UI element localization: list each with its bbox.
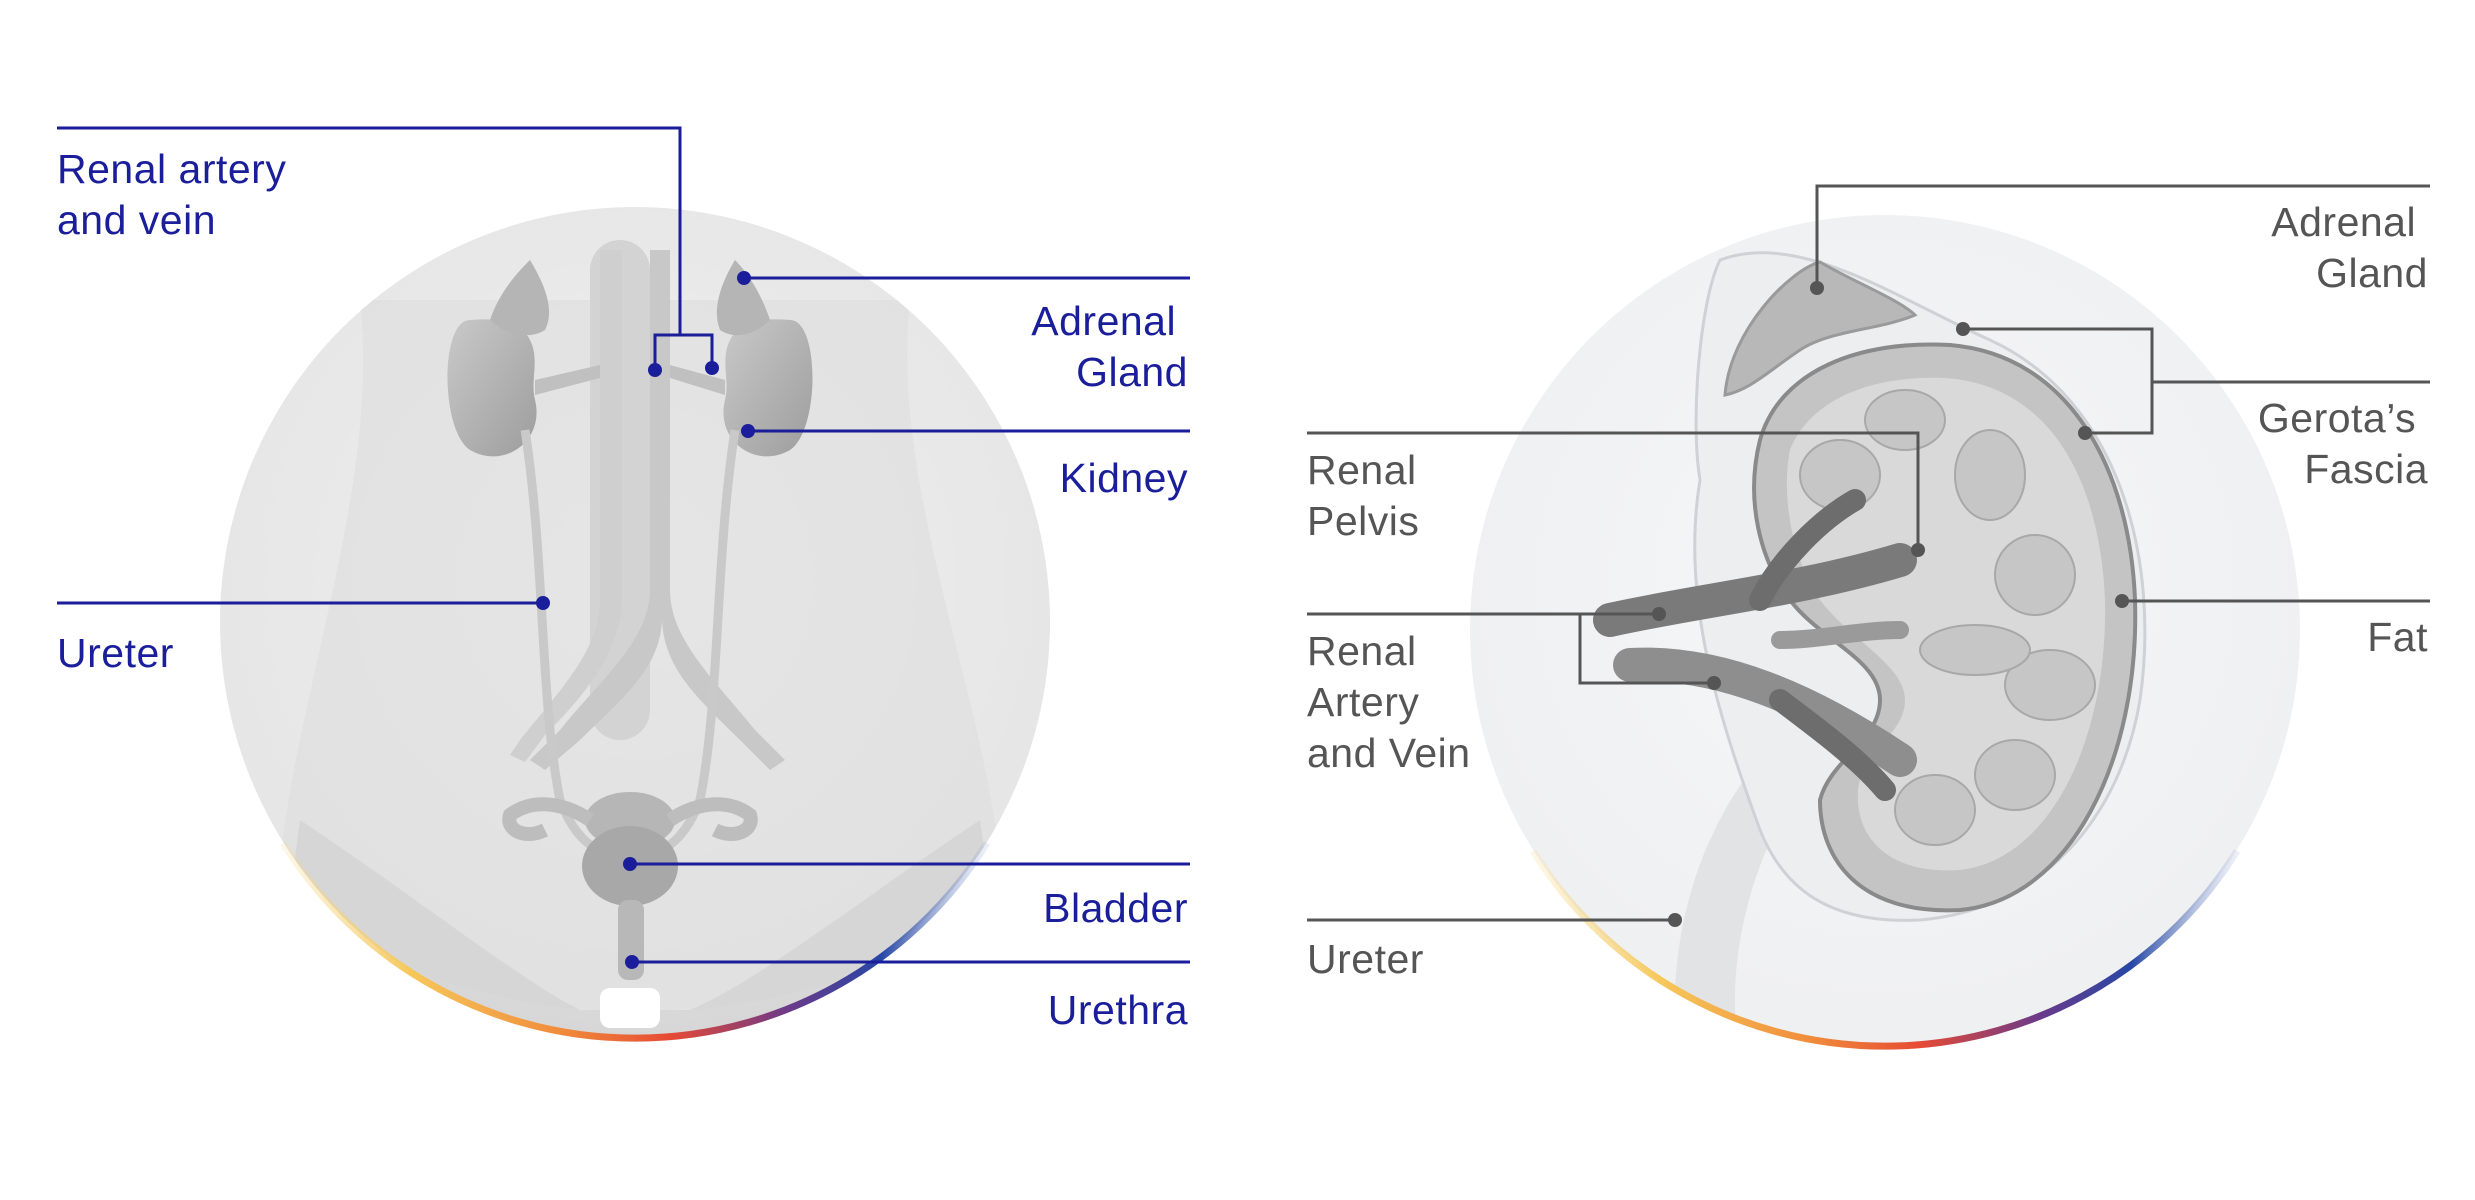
label-adrenal-gland-left: Adrenal Gland: [1031, 298, 1188, 395]
label-urethra: Urethra: [1048, 987, 1188, 1033]
label-ureter-left: Ureter: [57, 630, 174, 676]
right-renal-vessels: [670, 365, 725, 395]
label-renal-artery-vein: Renal artery and vein: [57, 146, 298, 243]
left-urinary-system-diagram: Renal artery and vein Adrenal Gland Kidn…: [57, 126, 1190, 1042]
left-ovary-tube: [502, 797, 594, 841]
left-ureter: [520, 429, 612, 860]
left-gradient-arc: [280, 841, 990, 1042]
renal-vessels: [1593, 489, 1917, 801]
left-leader-lines: [57, 126, 1190, 969]
label-renal-artery-vein-right: Renal Artery and Vein: [1307, 628, 1471, 776]
ureter-tube: [1675, 720, 1840, 1045]
left-renal-vessels: [535, 365, 600, 395]
right-leader-lines: [1307, 184, 2430, 927]
left-labels: Renal artery and vein Adrenal Gland Kidn…: [57, 146, 1188, 1033]
right-gradient-arc: [1530, 849, 2240, 1050]
label-ureter-right: Ureter: [1307, 936, 1424, 982]
right-labels: Adrenal Gland Gerota’s Fascia Renal Pelv…: [1307, 199, 2428, 982]
renal-pyramids: [1799, 389, 2096, 846]
right-ovary-tube: [666, 797, 758, 841]
label-fat: Fat: [2367, 614, 2428, 660]
right-ureter: [648, 429, 740, 860]
label-adrenal-gland-right: Adrenal Gland: [2271, 199, 2428, 296]
adrenal-gland-organ: [1723, 260, 1918, 397]
pelvis-shadow: [270, 820, 1010, 1037]
pelvic-opening: [600, 988, 660, 1028]
right-kidney: [716, 260, 813, 457]
right-kidney-cross-section-diagram: Adrenal Gland Gerota’s Fascia Renal Pelv…: [1307, 184, 2430, 1050]
left-kidney: [447, 260, 550, 457]
vena-cava: [510, 250, 622, 762]
label-kidney: Kidney: [1060, 455, 1188, 501]
label-gerotas-fascia: Gerota’s Fascia: [2258, 395, 2428, 492]
aorta: [530, 250, 785, 770]
label-renal-pelvis: Renal Pelvis: [1307, 447, 1429, 544]
label-bladder: Bladder: [1043, 885, 1188, 931]
